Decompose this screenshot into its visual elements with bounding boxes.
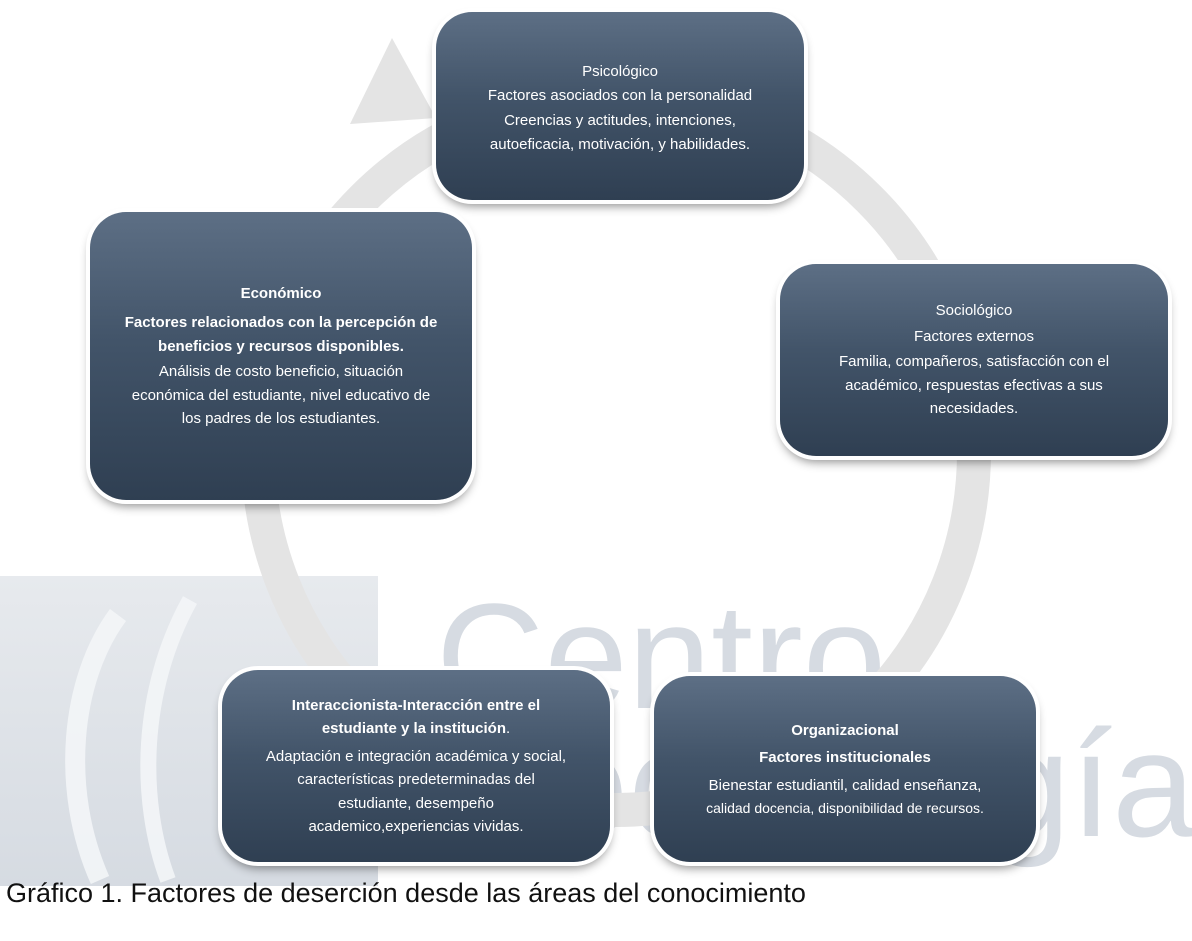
node-desc-line: Bienestar estudiantil, calidad enseñanza… [708,776,982,794]
node-subtitle-line: Factores relacionados con la percepción … [124,314,438,331]
cycle-arrow-head [350,38,436,124]
watermark-logo-stroke [140,596,197,883]
node-subtitle-line: beneficios y recursos disponibles. [158,337,404,355]
figure-caption: Gráfico 1. Factores de deserción desde l… [6,878,806,908]
node-title-line: Interaccionista-Interacción entre el [291,696,541,714]
watermark-logo-stroke [65,609,127,885]
node-economico: Económico Factores relacionados con la p… [90,212,472,500]
node-desc-line: académico, respuestas efectivas a sus [845,376,1103,394]
node-desc-line: estudiante, desempeño [338,794,494,812]
node-desc-line: Análisis de costo beneficio, situación [158,363,404,380]
node-title: Sociológico [935,302,1013,320]
node-interaccionista: Interaccionista-Interacción entre el est… [222,670,610,862]
node-title: Psicológico [582,63,658,80]
node-desc-line: los padres de los estudiantes. [181,410,381,427]
node-title: Económico [240,284,322,302]
node-desc-line: económica del estudiante, nivel educativ… [131,386,431,404]
node-psicologico: Psicológico Factores asociados con la pe… [436,12,804,200]
node-desc-line: características predeterminadas del [297,771,535,788]
node-desc-line: Creencias y actitudes, intenciones, [504,112,736,129]
node-desc-line: Familia, compañeros, satisfacción con el [838,353,1110,371]
node-sociologico: Sociológico Factores externos Familia, c… [780,264,1168,456]
node-desc-line: academico,experiencias vividas. [308,818,524,835]
node-title: Organizacional [791,721,899,739]
node-subtitle: Factores asociados con la personalidad [487,86,753,104]
node-desc-line: autoeficacia, motivación, y habilidades. [489,135,751,153]
node-desc-line: Adaptación e integración académica y soc… [265,747,567,765]
node-desc-line: calidad docencia, disponibilidad de recu… [706,800,984,817]
node-title-line: estudiante y la institución. [322,719,510,739]
node-title-line-bold: estudiante y la institución [321,720,507,737]
node-title-suffix: . [506,720,511,737]
node-organizacional: Organizacional Factores institucionales … [654,676,1036,862]
node-subtitle: Factores externos [913,327,1035,345]
node-subtitle: Factores institucionales [759,749,931,767]
node-desc-line: necesidades. [929,400,1019,418]
